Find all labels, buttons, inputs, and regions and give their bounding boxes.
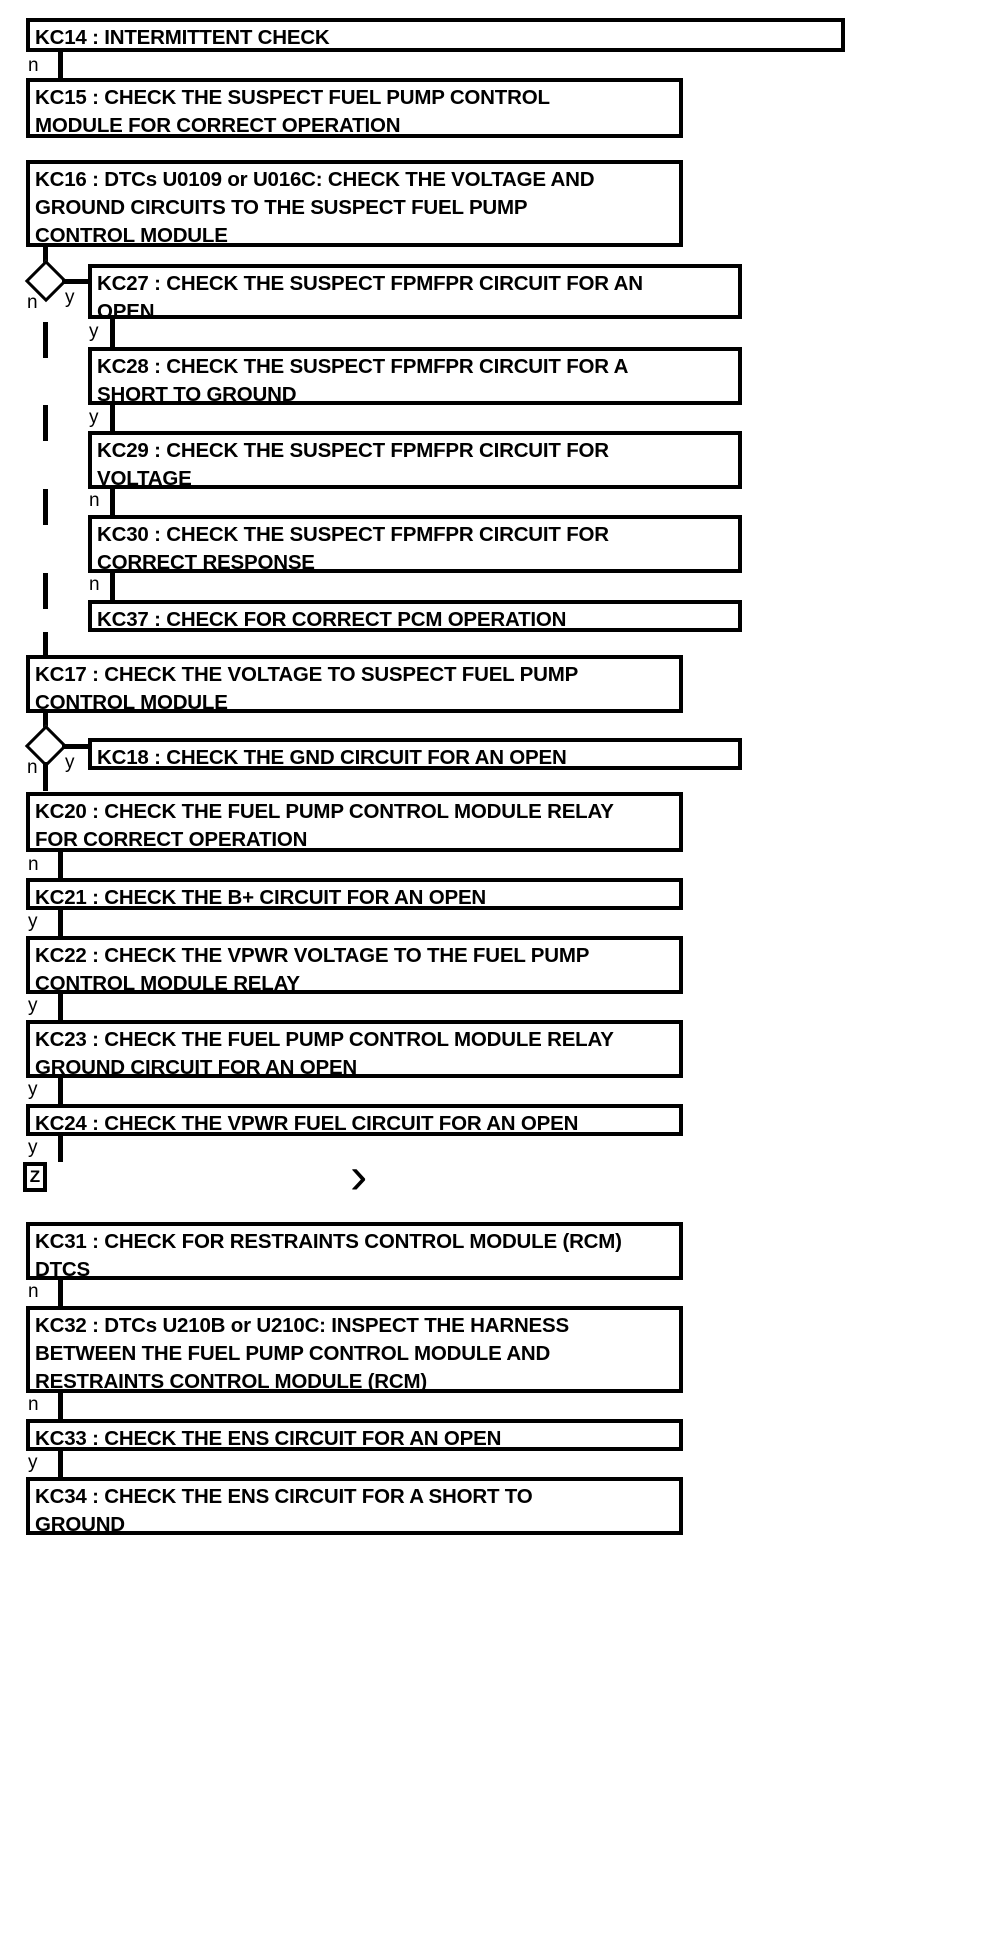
- edge-decision2-kc20: [43, 762, 48, 791]
- edge-kc22-kc23: [58, 994, 63, 1020]
- edge-label-kc22-kc23: y: [28, 995, 38, 1016]
- edge-kc29-kc30: [110, 489, 115, 515]
- node-kc33[interactable]: KC33 : CHECK THE ENS CIRCUIT FOR AN OPEN: [26, 1419, 683, 1451]
- node-kc20[interactable]: KC20 : CHECK THE FUEL PUMP CONTROL MODUL…: [26, 792, 683, 852]
- edge-decision2-kc18: [62, 744, 96, 749]
- edge-decision1-trunk-seg3: [43, 489, 48, 525]
- edge-label-kc30-kc37: n: [89, 574, 100, 595]
- node-kc27[interactable]: KC27 : CHECK THE SUSPECT FPMFPR CIRCUIT …: [88, 264, 742, 319]
- node-kc21[interactable]: KC21 : CHECK THE B+ CIRCUIT FOR AN OPEN: [26, 878, 683, 910]
- node-kc15[interactable]: KC15 : CHECK THE SUSPECT FUEL PUMP CONTR…: [26, 78, 683, 138]
- decision1-no-label: n: [27, 292, 38, 313]
- node-kc14[interactable]: KC14 : INTERMITTENT CHECK: [26, 18, 845, 52]
- node-kc32[interactable]: KC32 : DTCs U210B or U210C: INSPECT THE …: [26, 1306, 683, 1393]
- edge-label-kc29-kc30: n: [89, 490, 100, 511]
- node-kc29[interactable]: KC29 : CHECK THE SUSPECT FPMFPR CIRCUIT …: [88, 431, 742, 489]
- node-kc34[interactable]: KC34 : CHECK THE ENS CIRCUIT FOR A SHORT…: [26, 1477, 683, 1535]
- edge-decision1-kc27: [62, 279, 96, 284]
- node-kc24[interactable]: KC24 : CHECK THE VPWR FUEL CIRCUIT FOR A…: [26, 1104, 683, 1136]
- edge-kc33-kc34: [58, 1451, 63, 1477]
- edge-kc14-kc15: [58, 52, 63, 80]
- edge-label-kc21-kc22: y: [28, 911, 38, 932]
- decision2-no-label: n: [27, 757, 38, 778]
- edge-label-kc24-z: y: [28, 1137, 38, 1158]
- node-kc28[interactable]: KC28 : CHECK THE SUSPECT FPMFPR CIRCUIT …: [88, 347, 742, 405]
- edge-kc24-z: [58, 1136, 63, 1162]
- edge-kc16-decision1: [43, 247, 48, 271]
- edge-kc23-kc24: [58, 1078, 63, 1104]
- edge-label-kc28-kc29: y: [89, 407, 99, 428]
- decision1-yes-label: y: [65, 287, 75, 308]
- edge-kc32-kc33: [58, 1393, 63, 1419]
- node-kc17[interactable]: KC17 : CHECK THE VOLTAGE TO SUSPECT FUEL…: [26, 655, 683, 713]
- node-kc22[interactable]: KC22 : CHECK THE VPWR VOLTAGE TO THE FUE…: [26, 936, 683, 994]
- edge-label-kc33-kc34: y: [28, 1452, 38, 1473]
- edge-label-kc14-kc15: n: [28, 55, 39, 76]
- continuation-chevron-icon: ›: [350, 1147, 368, 1205]
- edge-kc31-kc32: [58, 1280, 63, 1306]
- edge-decision1-trunk-seg5: [43, 632, 48, 657]
- edge-label-kc23-kc24: y: [28, 1079, 38, 1100]
- node-kc16[interactable]: KC16 : DTCs U0109 or U016C: CHECK THE VO…: [26, 160, 683, 247]
- edge-kc30-kc37: [110, 573, 115, 600]
- node-kc23[interactable]: KC23 : CHECK THE FUEL PUMP CONTROL MODUL…: [26, 1020, 683, 1078]
- offpage-connector-z[interactable]: Z: [23, 1162, 47, 1192]
- node-kc37[interactable]: KC37 : CHECK FOR CORRECT PCM OPERATION: [88, 600, 742, 632]
- edge-label-kc31-kc32: n: [28, 1281, 39, 1302]
- edge-decision1-trunk-seg1: [43, 322, 48, 358]
- edge-kc28-kc29: [110, 405, 115, 431]
- node-kc31[interactable]: KC31 : CHECK FOR RESTRAINTS CONTROL MODU…: [26, 1222, 683, 1280]
- edge-kc27-kc28: [110, 319, 115, 347]
- node-kc30[interactable]: KC30 : CHECK THE SUSPECT FPMFPR CIRCUIT …: [88, 515, 742, 573]
- edge-label-kc20-kc21: n: [28, 854, 39, 875]
- edge-kc20-kc21: [58, 852, 63, 878]
- edge-label-kc32-kc33: n: [28, 1394, 39, 1415]
- edge-decision1-trunk-seg2: [43, 405, 48, 441]
- edge-decision1-trunk-seg4: [43, 573, 48, 609]
- edge-kc21-kc22: [58, 910, 63, 936]
- edge-label-kc27-kc28: y: [89, 321, 99, 342]
- decision2-yes-label: y: [65, 752, 75, 773]
- node-kc18[interactable]: KC18 : CHECK THE GND CIRCUIT FOR AN OPEN: [88, 738, 742, 770]
